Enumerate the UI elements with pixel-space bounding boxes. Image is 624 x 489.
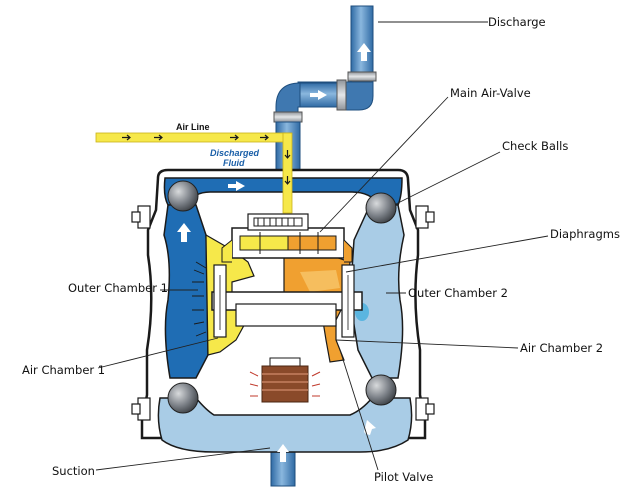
outer-chamber-1 (163, 204, 209, 379)
discharged-fluid-label-2: Fluid (223, 158, 245, 168)
suction-manifold (157, 397, 413, 453)
air-line (95, 132, 293, 214)
diaphragm-shaft (211, 264, 363, 338)
outer-chamber-2 (349, 204, 405, 379)
label-discharge: Discharge (488, 15, 546, 29)
check-ball-bottom-left (167, 382, 199, 414)
check-ball-top-left (167, 180, 199, 212)
label-diaphragms: Diaphragms (550, 227, 620, 241)
casing-bolts (131, 205, 435, 421)
pilot-valve (249, 357, 321, 403)
flow-arrows (177, 43, 376, 462)
leader-lines (95, 21, 549, 471)
label-outer-chamber-1: Outer Chamber 1 (68, 281, 168, 295)
check-ball-top-right (365, 192, 397, 224)
label-air-chamber-2: Air Chamber 2 (520, 341, 603, 355)
pressure-arrows (192, 261, 207, 337)
label-check-balls: Check Balls (502, 139, 568, 153)
air-line-label: Air Line (176, 122, 210, 132)
label-pilot-valve: Pilot Valve (374, 470, 433, 484)
label-air-chamber-1: Air Chamber 1 (22, 363, 105, 377)
label-outer-chamber-2: Outer Chamber 2 (408, 286, 508, 300)
main-air-valve (221, 213, 353, 263)
label-main-air-valve: Main Air-Valve (450, 86, 531, 100)
check-ball-bottom-right (365, 374, 397, 406)
label-suction: Suction (52, 464, 95, 478)
discharged-fluid-label-1: Discharged (210, 148, 260, 158)
